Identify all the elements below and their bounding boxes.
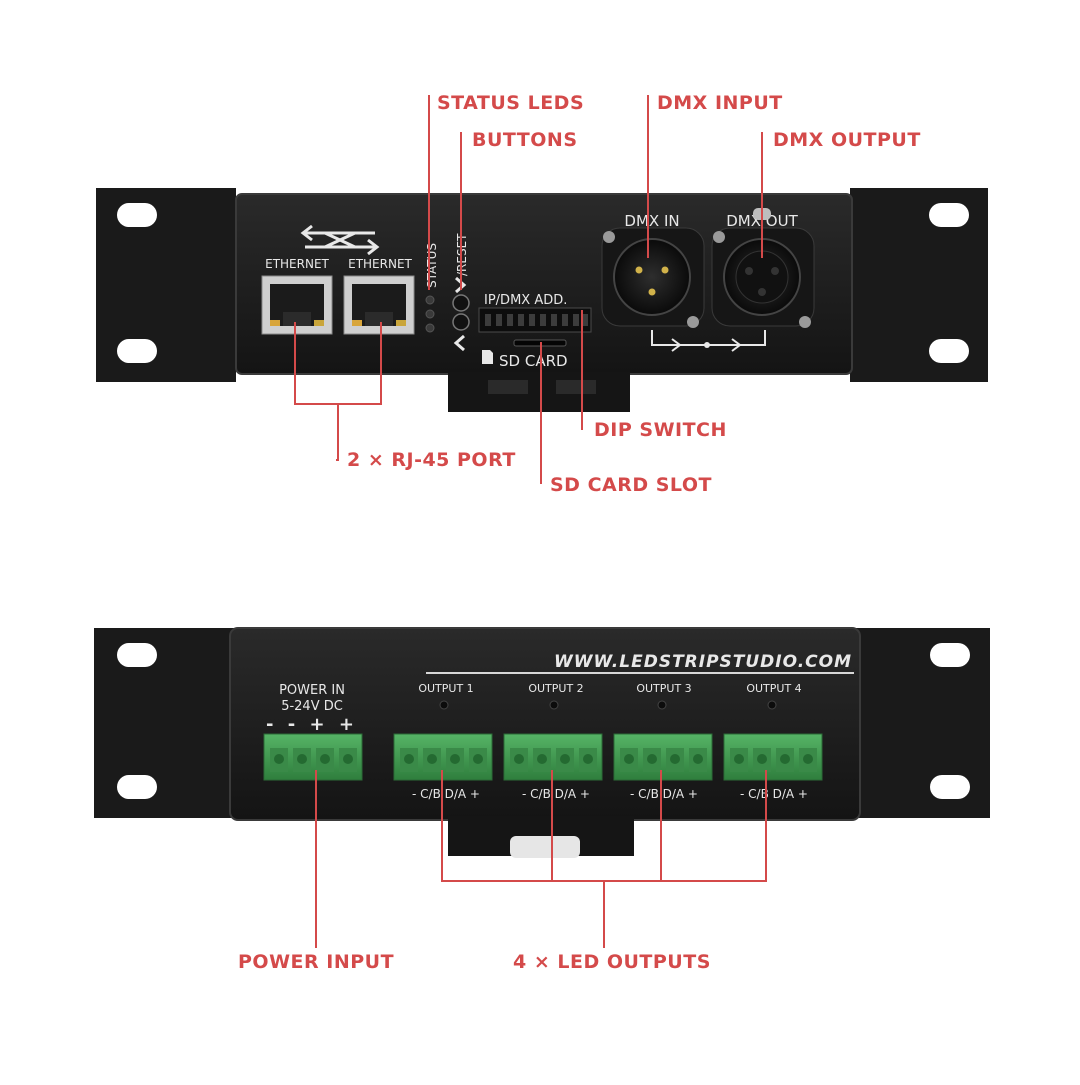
dmx-input-callout: DMX INPUT [657, 92, 783, 114]
network-arrows-icon [300, 224, 380, 256]
output-label: OUTPUT 1 [418, 682, 473, 695]
dmx-input-connector[interactable] [601, 227, 705, 328]
output-label: OUTPUT 3 [636, 682, 691, 695]
reset-button[interactable] [452, 313, 470, 331]
buttons-callout: BUTTONS [472, 129, 578, 151]
output-led [549, 700, 559, 710]
pinout-label: - C/B D/A + [630, 787, 698, 801]
dip-switch[interactable] [478, 307, 592, 333]
mount-hole [117, 643, 157, 667]
output-block-3: OUTPUT 3 - C/B D/A + [613, 682, 713, 801]
output-terminal-1[interactable] [393, 733, 493, 781]
status-led [425, 323, 435, 333]
ethernet-label-1: ETHERNET [265, 257, 329, 271]
output-label: OUTPUT 4 [746, 682, 801, 695]
status-led [425, 309, 435, 319]
mount-hole [929, 203, 969, 227]
din-clip [488, 380, 528, 394]
sd-card-label: SD CARD [499, 352, 568, 370]
mount-hole [117, 775, 157, 799]
dip-switch-callout: DIP SWITCH [594, 419, 727, 441]
mount-hole [930, 775, 970, 799]
output-terminal-3[interactable] [613, 733, 713, 781]
status-leds-callout: STATUS LEDS [437, 92, 585, 114]
ip-dmx-label: IP/DMX ADD. [484, 293, 567, 308]
mount-hole [117, 203, 157, 227]
ethernet-label-2: ETHERNET [348, 257, 412, 271]
up-button[interactable] [452, 294, 470, 312]
rack-ear-left [94, 628, 240, 818]
dmx-output-connector[interactable] [711, 208, 815, 328]
sd-card-slot-callout: SD CARD SLOT [550, 474, 712, 496]
leader-lines [294, 95, 767, 948]
power-input-callout: POWER INPUT [238, 951, 395, 973]
front-unit: ETHERNET ETHERNET STATUS /RESET IP/ [96, 188, 988, 412]
pinout-label: - C/B D/A + [412, 787, 480, 801]
rack-ear-left [96, 188, 236, 382]
led-outputs-callout: 4 × LED OUTPUTS [513, 951, 711, 973]
power-input-terminal[interactable] [263, 733, 363, 781]
rear-unit: WWW.LEDSTRIPSTUDIO.COM POWER IN 5-24V DC… [94, 627, 990, 858]
down-chevron-icon [453, 334, 465, 352]
thru-dot [704, 342, 710, 348]
rj45-callout: 2 × RJ-45 PORT [347, 449, 516, 471]
output-block-4: OUTPUT 4 - C/B D/A + [723, 682, 823, 801]
output-led [439, 700, 449, 710]
up-chevron-icon [455, 276, 467, 294]
output-led [767, 700, 777, 710]
output-block-1: OUTPUT 1 - C/B D/A + [393, 682, 493, 801]
status-label: STATUS [425, 243, 439, 288]
rj45-port-1[interactable] [261, 275, 333, 335]
voltage-label: 5-24V DC [281, 699, 343, 714]
output-terminal-4[interactable] [723, 733, 823, 781]
din-release-tab [510, 836, 580, 858]
din-clip [556, 380, 596, 394]
rj45-port-2[interactable] [343, 275, 415, 335]
output-label: OUTPUT 2 [528, 682, 583, 695]
output-block-2: OUTPUT 2 - C/B D/A + [503, 682, 603, 801]
dmx-in-label: DMX IN [624, 212, 679, 230]
dmx-output-callout: DMX OUTPUT [773, 129, 921, 151]
website-label: WWW.LEDSTRIPSTUDIO.COM [554, 652, 852, 672]
output-led [657, 700, 667, 710]
mount-hole [929, 339, 969, 363]
pinout-label: - C/B D/A + [522, 787, 590, 801]
output-terminal-2[interactable] [503, 733, 603, 781]
din-mount [448, 372, 630, 412]
power-polarity-label: - - + + [266, 714, 358, 735]
sd-card-icon [482, 350, 493, 364]
mount-hole [930, 643, 970, 667]
pinout-label: - C/B D/A + [740, 787, 808, 801]
power-in-label: POWER IN [279, 683, 345, 698]
mount-hole [117, 339, 157, 363]
status-led [425, 295, 435, 305]
